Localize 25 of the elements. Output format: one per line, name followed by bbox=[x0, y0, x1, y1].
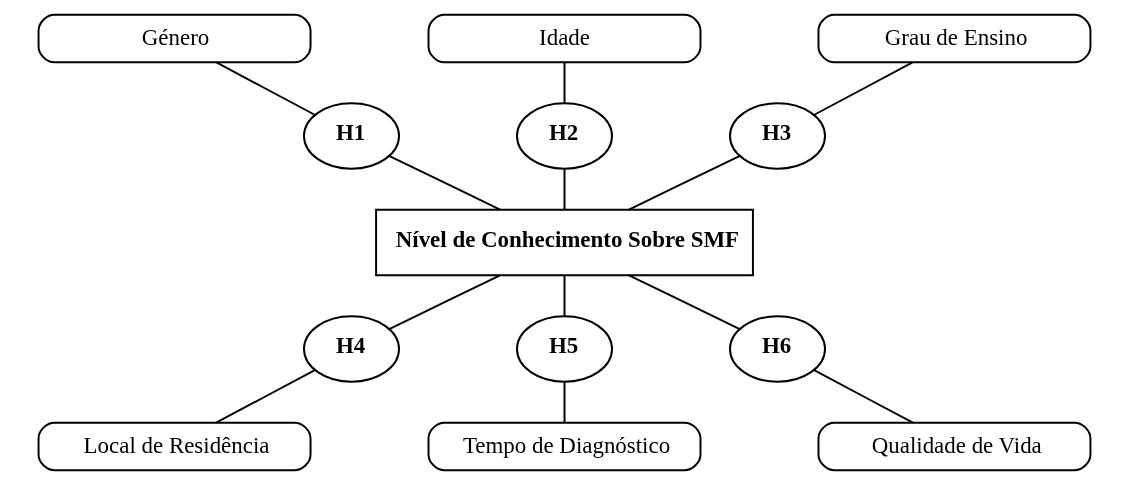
node-box: Idade bbox=[427, 13, 701, 64]
node-ellipse: H4 bbox=[302, 315, 400, 383]
connector bbox=[388, 155, 501, 211]
node-box: Grau de Ensino bbox=[816, 13, 1091, 64]
connector bbox=[563, 61, 565, 104]
node-box: Qualidade de Vida bbox=[816, 421, 1091, 472]
connector bbox=[215, 61, 316, 116]
connector bbox=[388, 274, 501, 330]
node-ellipse: H5 bbox=[515, 315, 613, 383]
connector bbox=[812, 369, 914, 424]
connector bbox=[627, 274, 740, 330]
node-ellipse: H3 bbox=[728, 102, 826, 170]
node-box: Nível de Conhecimento Sobre SMF bbox=[374, 208, 754, 277]
connector bbox=[812, 61, 913, 116]
connector bbox=[563, 381, 565, 424]
node-ellipse: H2 bbox=[515, 102, 613, 170]
node-box: Local de Residência bbox=[37, 421, 312, 472]
connector bbox=[563, 168, 565, 211]
node-ellipse: H6 bbox=[728, 315, 826, 383]
node-box: Tempo de Diagnóstico bbox=[427, 421, 701, 472]
node-box: Género bbox=[37, 13, 312, 64]
connector bbox=[627, 155, 740, 211]
connector bbox=[214, 369, 316, 424]
node-ellipse: H1 bbox=[302, 102, 400, 170]
connector bbox=[563, 274, 565, 317]
